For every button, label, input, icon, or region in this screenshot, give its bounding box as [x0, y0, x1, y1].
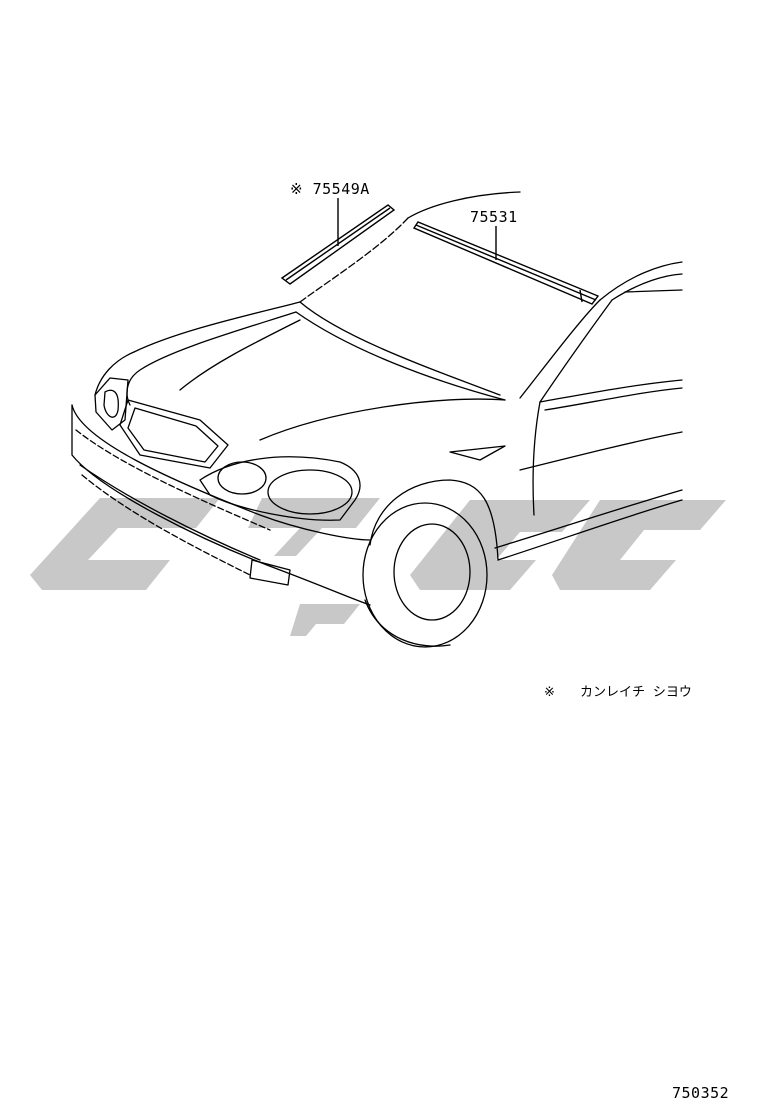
footnote-marker: ※: [544, 685, 555, 700]
grille: [119, 399, 229, 469]
side-lower-line: [494, 489, 683, 549]
part-number: 75549A: [312, 180, 370, 198]
diagram-number: 750352: [672, 1084, 730, 1102]
headlight-right-lens-2: [267, 469, 353, 515]
side-window-line: [624, 289, 683, 293]
watermark-glyph-5: [552, 500, 726, 590]
door-belt-line-2: [544, 387, 683, 411]
hood-crease: [179, 319, 301, 391]
hood-front-curve: [94, 351, 135, 396]
fender-vent: [449, 445, 506, 461]
windshield-left-edge: [299, 217, 409, 303]
part-label-75549a: ※ 75549A: [290, 180, 370, 198]
headlight-right-housing: [199, 456, 361, 521]
watermark-glyph-1: [30, 498, 220, 590]
cowl-line: [295, 311, 506, 401]
moulding-75531-end: [579, 289, 583, 303]
hood-surface: [126, 311, 297, 406]
car-outline: [71, 191, 683, 648]
headlight-left-lens: [103, 389, 119, 418]
bumper-line-3: [81, 474, 251, 576]
side-character-line: [519, 431, 683, 471]
moulding-75531-outline: [412, 221, 600, 305]
footnote: ※ カンレイチ シヨウ: [544, 684, 692, 702]
part-number: 75531: [470, 208, 518, 226]
windshield-bottom: [299, 301, 501, 396]
hood-right-edge: [259, 398, 506, 441]
moulding-75549a-outline: [280, 204, 396, 285]
front-tire-outer: [362, 502, 488, 648]
watermark-glyph-2: [248, 498, 380, 556]
part-75549a-moulding: [280, 198, 396, 285]
bumper-face: [71, 404, 371, 606]
side-sill-line: [497, 499, 683, 561]
headlight-right-lens-1: [217, 461, 267, 495]
front-tire-inner: [393, 523, 471, 621]
wheel-arch: [369, 479, 499, 561]
moulding-75531-inner: [415, 224, 597, 301]
door-belt-line: [539, 379, 683, 403]
part-label-75531: 75531: [470, 208, 518, 226]
a-pillar-inner: [539, 299, 613, 403]
watermark-glyph-3: [290, 604, 360, 636]
fog-lamp: [249, 559, 291, 586]
watermark-glyph-4: [410, 500, 590, 590]
tire-bottom: [364, 599, 451, 647]
headlight-left: [94, 377, 129, 431]
bumper-line-2: [79, 464, 261, 561]
hood-left-edge: [133, 301, 301, 353]
bumper-line-1: [75, 429, 271, 531]
a-pillar: [519, 299, 601, 399]
footnote-text: カンレイチ シヨウ: [580, 685, 692, 700]
grille-inner: [127, 407, 219, 463]
part-marker: ※: [290, 180, 304, 198]
part-75531-moulding: [412, 221, 600, 305]
side-window-top: [599, 261, 683, 301]
door-front-edge: [532, 401, 541, 516]
side-window-top-2: [611, 273, 683, 301]
roof-line: [407, 191, 521, 219]
bumper-top: [71, 404, 371, 541]
watermark: [30, 498, 726, 636]
